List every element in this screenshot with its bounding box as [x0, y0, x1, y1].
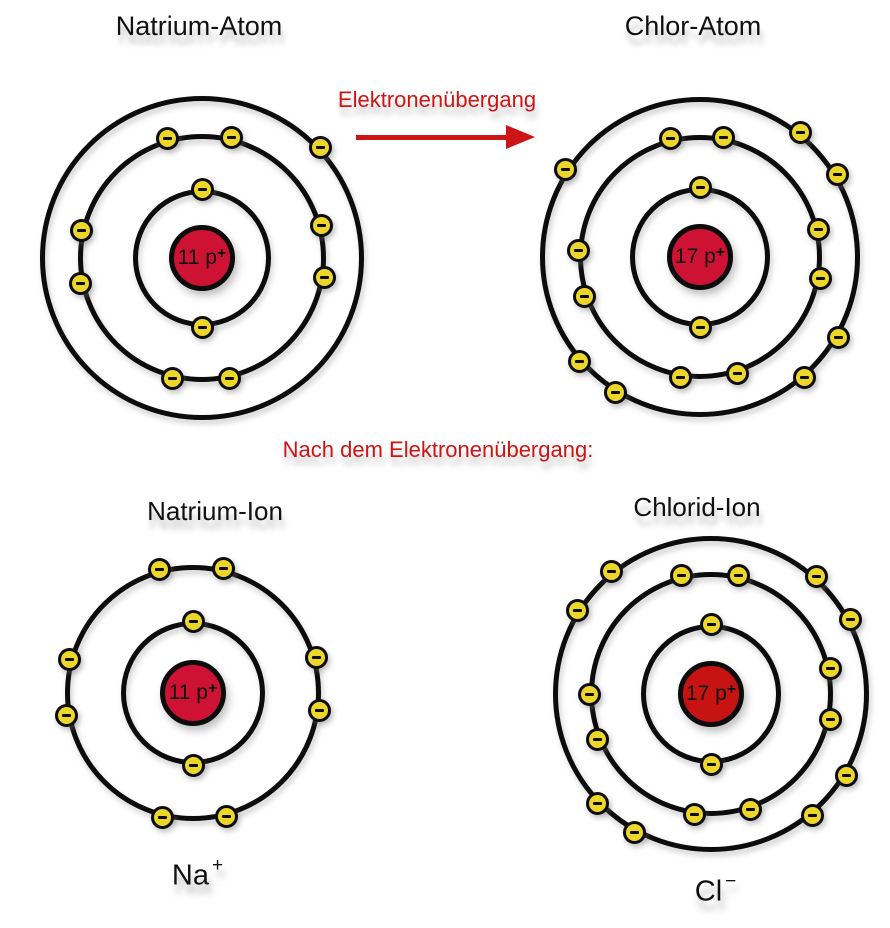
electron-icon	[181, 753, 205, 777]
electron-shell-3	[540, 97, 860, 417]
electron-icon	[669, 365, 693, 389]
electron-icon	[220, 126, 244, 150]
sodium-symbol: Na	[171, 859, 209, 892]
natrium-ion-title: Natrium-Ion	[147, 496, 283, 526]
chloride-charge: −	[725, 871, 737, 892]
electron-icon	[834, 763, 858, 787]
chloride-symbol: Cl	[694, 875, 723, 908]
electron-icon	[600, 559, 624, 583]
electron-icon	[658, 127, 682, 151]
electron-icon	[156, 127, 180, 151]
electron-shell-3	[553, 536, 869, 852]
electron-icon	[827, 325, 851, 349]
electron-icon	[739, 797, 763, 821]
electron-icon	[585, 792, 609, 816]
electron-icon	[825, 163, 849, 187]
electron-icon	[214, 805, 238, 829]
arrow-head	[506, 125, 535, 149]
electron-icon	[603, 381, 627, 405]
electron-icon	[554, 158, 578, 182]
nucleus-label: 11 p	[168, 681, 208, 704]
electron-icon	[190, 315, 214, 339]
sodium-charge: +	[211, 855, 224, 876]
electron-icon	[726, 361, 750, 385]
electron-icon	[150, 805, 174, 829]
electron-icon	[218, 367, 242, 391]
electron-icon	[688, 175, 712, 199]
arrow-shaft	[356, 135, 508, 140]
electron-icon	[839, 608, 862, 632]
electron-icon	[669, 564, 693, 588]
electron-icon	[308, 699, 332, 723]
electron-icon	[622, 820, 646, 844]
chlorid-ion-title: Chlorid-Ion	[633, 492, 761, 522]
electron-shell-2	[65, 565, 321, 821]
electron-icon	[699, 752, 723, 776]
sodium-ion-formula: Na+	[171, 855, 224, 893]
electron-transfer-arrow-icon	[356, 125, 536, 149]
chlor-atom-title: Chlor-Atom	[624, 11, 762, 41]
electron-icon	[566, 239, 590, 263]
electron-icon	[818, 657, 842, 681]
after-transfer-caption: Nach dem Elektronenübergang:	[282, 437, 594, 462]
electron-icon	[586, 728, 610, 752]
electron-icon	[801, 803, 825, 827]
electron-icon	[181, 609, 205, 633]
nucleus-charge: +	[715, 244, 726, 261]
electron-icon	[699, 612, 723, 636]
electron-icon	[148, 557, 172, 581]
electron-icon	[818, 707, 842, 731]
electron-icon	[55, 703, 79, 727]
electron-icon	[805, 565, 829, 589]
electron-icon	[688, 315, 712, 339]
electron-icon	[304, 646, 328, 670]
electron-icon	[69, 272, 93, 296]
electron-icon	[807, 218, 831, 242]
electron-icon	[212, 557, 236, 581]
nucleus-charge: +	[726, 681, 737, 698]
electron-icon	[726, 563, 750, 587]
chloride-ion-formula: Cl−	[694, 871, 737, 909]
nucleus-charge: +	[207, 680, 218, 697]
nucleus: 17 p+	[667, 224, 733, 290]
nucleus: 11 p+	[169, 225, 235, 291]
nucleus-label: 17 p	[685, 682, 727, 705]
electron-shell-3	[40, 96, 364, 420]
nucleus: 17 p+	[678, 661, 744, 727]
electron-icon	[310, 214, 334, 238]
electron-icon	[312, 265, 336, 289]
electron-icon	[577, 682, 601, 706]
electron-icon	[808, 266, 832, 290]
electron-icon	[793, 366, 817, 390]
electron-icon	[308, 136, 332, 160]
nucleus: 11 p+	[160, 660, 226, 726]
nucleus-label: 11 p	[177, 246, 217, 269]
electron-icon	[573, 285, 597, 309]
nucleus-charge: +	[216, 245, 227, 262]
electron-icon	[682, 803, 706, 827]
electron-icon	[565, 598, 589, 622]
electron-icon	[567, 350, 591, 374]
electron-icon	[789, 121, 813, 145]
electron-transfer-label: Elektronenübergang	[337, 87, 537, 112]
electron-icon	[711, 125, 735, 149]
electron-icon	[160, 366, 184, 390]
electron-icon	[57, 648, 81, 672]
natrium-atom-title: Natrium-Atom	[115, 11, 283, 41]
nucleus-label: 17 p	[674, 245, 716, 268]
electron-icon	[190, 177, 214, 201]
electron-icon	[69, 218, 93, 242]
